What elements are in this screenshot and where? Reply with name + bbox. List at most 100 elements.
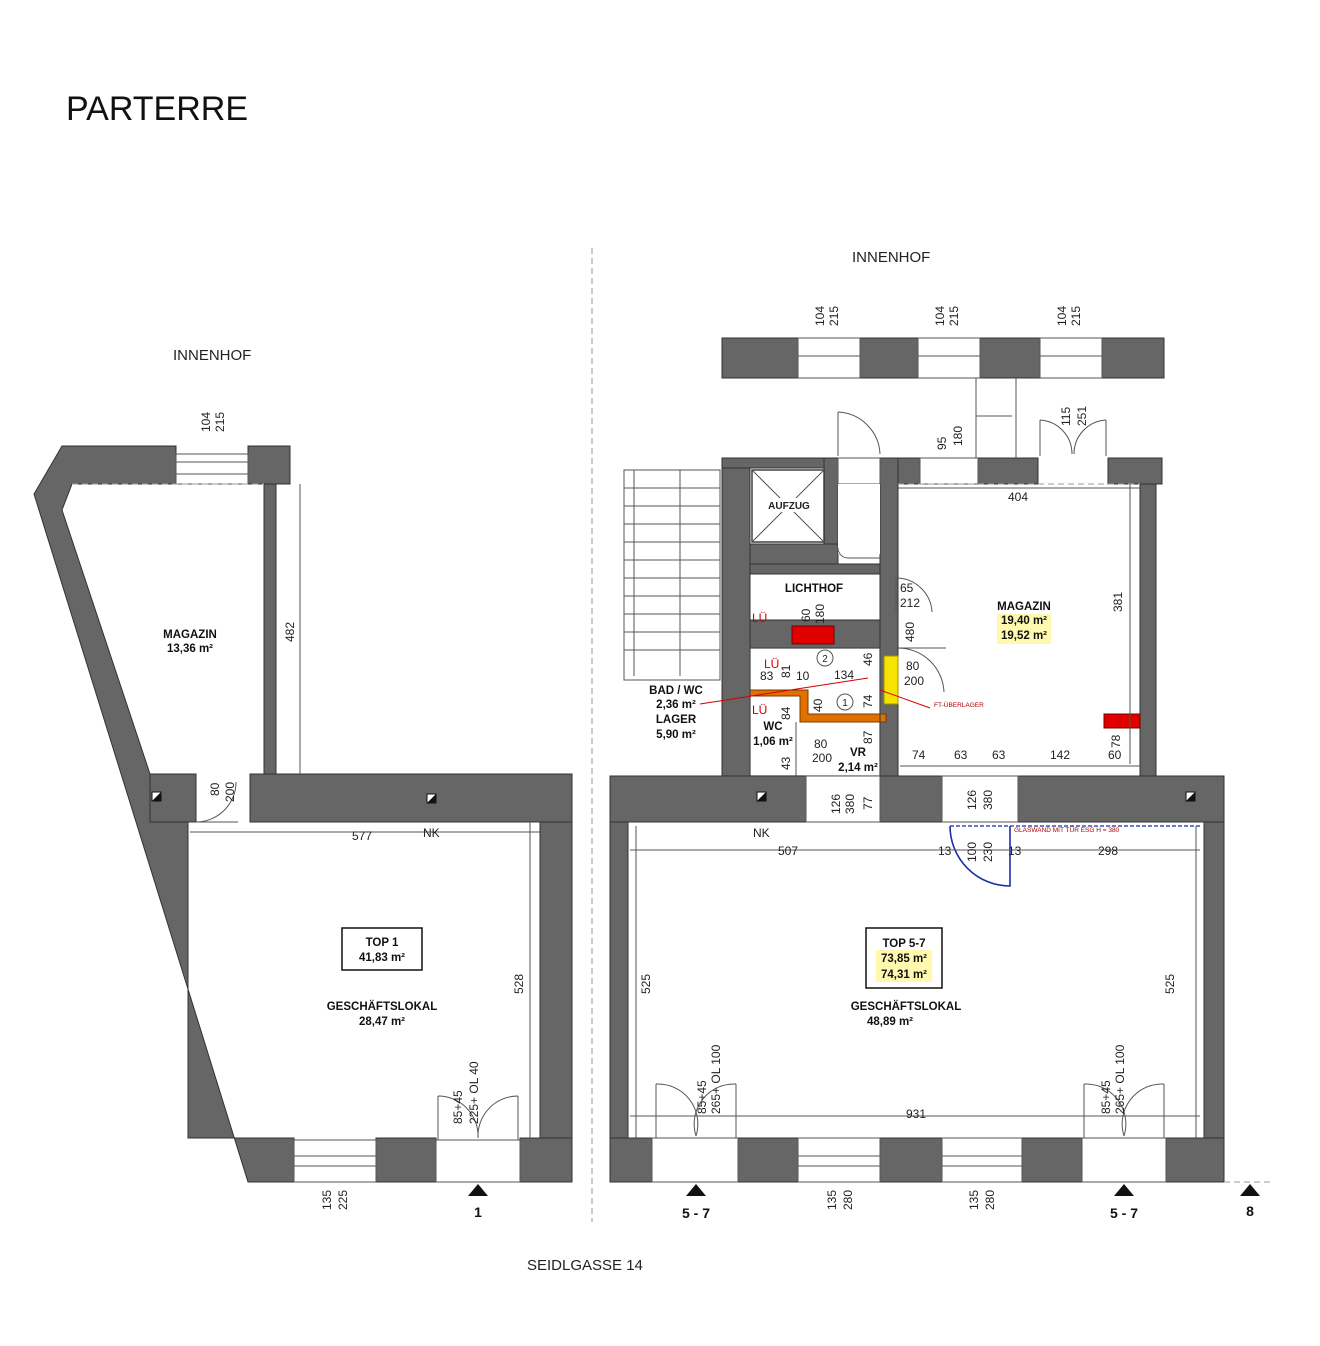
left-magazin-right-wall [263, 483, 277, 775]
dim-l-door-h: 200 [223, 782, 237, 802]
right-bottom-wall-5 [1165, 1137, 1225, 1183]
dim-r-81: 81 [779, 664, 793, 678]
dim-r-60: 60 [799, 608, 813, 622]
dim-r-230: 230 [981, 842, 995, 862]
glass-note: GLASWAND MIT TÜR ESG H = 380 [1014, 826, 1120, 834]
left-magazin-area: 13,36 m² [167, 643, 213, 655]
dim-l-win-bot-w: 135 [320, 1190, 334, 1210]
dim-r-525b: 525 [1163, 974, 1177, 994]
entrance-arrow-icon [468, 1184, 488, 1196]
right-middle-wall-column [879, 775, 943, 823]
dim-r-931: 931 [906, 1107, 926, 1121]
marker-2-text: 2 [822, 654, 828, 665]
entrance-arrow-icon [1114, 1184, 1134, 1196]
aufzug-label: AUFZUG [768, 501, 810, 512]
dim-r-200a: 200 [904, 674, 924, 688]
left-nk-label: NK [423, 826, 440, 840]
marker-2 [816, 649, 834, 667]
magazin-window [919, 457, 979, 485]
dim-l-577: 577 [352, 829, 372, 843]
dim-r-d1b: 265+ OL 100 [709, 1044, 723, 1114]
dim-r-d2a: 85+45 [1099, 1080, 1113, 1114]
dim-r-w2-h: 215 [947, 306, 961, 326]
courtyard-window-3 [1039, 337, 1103, 379]
left-entrance-door [435, 1139, 521, 1183]
dim-r-13b: 13 [1008, 844, 1022, 858]
dim-r-212: 212 [900, 596, 920, 610]
right-bottom-window-1 [797, 1137, 881, 1183]
dim-r-77: 77 [861, 796, 875, 810]
left-middle-wall [249, 773, 573, 823]
dim-r-w1-h: 215 [827, 306, 841, 326]
lichthof-door [895, 577, 933, 613]
dim-r-525a: 525 [639, 974, 653, 994]
dim-r-134: 134 [834, 668, 854, 682]
dim-r-46: 46 [861, 652, 875, 666]
core-wall-top-c [977, 457, 1039, 485]
right-entrance-door-a [651, 1137, 739, 1183]
dim-r-74b: 74 [912, 748, 926, 762]
dim-r-d2b: 265+ OL 100 [1113, 1044, 1127, 1114]
dim-r-298: 298 [1098, 844, 1118, 858]
vr-name: VR [850, 747, 867, 759]
lue-label-3: LÜ [752, 703, 767, 717]
marker-1-text: 1 [842, 698, 848, 709]
dim-r-63a: 63 [954, 748, 968, 762]
installation-wall [749, 689, 887, 723]
entrance-arrow-icon [686, 1184, 706, 1196]
left-bottom-window [293, 1139, 377, 1183]
ft-note: FT-ÜBERLAGER [934, 701, 984, 709]
right-bottom-wall-2 [737, 1137, 799, 1183]
right-nk-label: NK [753, 826, 770, 840]
left-inner-door [195, 781, 238, 823]
dim-r-480: 480 [903, 622, 917, 642]
dim-r-126b: 126 [965, 790, 979, 810]
dim-r-507: 507 [778, 844, 798, 858]
dim-r-80a: 80 [906, 659, 920, 673]
core-wall-left [721, 457, 751, 777]
dim-l-win-top-h: 215 [213, 412, 227, 432]
page-title: PARTERRE [66, 90, 248, 128]
courtyard-door-2 [1039, 419, 1107, 456]
right-shop-wall-left [609, 821, 629, 1141]
dim-r-84: 84 [779, 706, 793, 720]
right-magazin-area2: 19,52 m² [1001, 630, 1047, 642]
courtyard-door-1 [837, 411, 881, 456]
right-shop-wall-right [1203, 821, 1225, 1141]
left-top-box [341, 927, 423, 971]
lager-name: LAGER [656, 714, 697, 726]
right-top-area1: 73,85 m² [881, 953, 927, 965]
dim-r-d1a: 85+45 [695, 1080, 709, 1114]
left-top-label: TOP 1 [366, 937, 399, 949]
bad-area: 2,36 m² [656, 699, 696, 711]
dim-r-142: 142 [1050, 748, 1070, 762]
dim-l-door2-b: 225+ OL 40 [467, 1061, 481, 1124]
glass-door [949, 825, 1011, 887]
courtyard-window-1 [797, 337, 861, 379]
courtyard-window-2 [917, 337, 981, 379]
dim-r-60b: 60 [1108, 748, 1122, 762]
dim-r-wb1-h: 280 [841, 1190, 855, 1210]
dim-r-180b: 180 [813, 604, 827, 624]
right-opening-1 [805, 775, 881, 823]
courtyard-label-left: INNENHOF [173, 347, 251, 364]
right-magazin-area1: 19,40 m² [1001, 615, 1047, 627]
core-wall-magazin-left [879, 457, 899, 777]
dim-l-door2-a: 85+45 [451, 1090, 465, 1124]
dim-r-wb2-h: 280 [983, 1190, 997, 1210]
dim-r-w1-w: 104 [813, 306, 827, 326]
dim-r-87: 87 [861, 730, 875, 744]
right-entrance-door-b [1081, 1137, 1167, 1183]
dim-r-404: 404 [1008, 490, 1028, 504]
right-shop-name: GESCHÄFTSLOKAL [851, 1000, 962, 1013]
left-shop-area: 28,47 m² [359, 1016, 405, 1028]
right-bottom-wall-1 [609, 1137, 653, 1183]
lager-area: 5,90 m² [656, 729, 696, 741]
vr-area: 2,14 m² [838, 762, 878, 774]
wc-name: WC [763, 721, 782, 733]
dim-r-180a: 180 [951, 426, 965, 446]
left-bottom-wall-right [519, 1137, 573, 1183]
courtyard-label-right: INNENHOF [852, 249, 930, 266]
dim-l-win-bot-h: 225 [336, 1190, 350, 1210]
